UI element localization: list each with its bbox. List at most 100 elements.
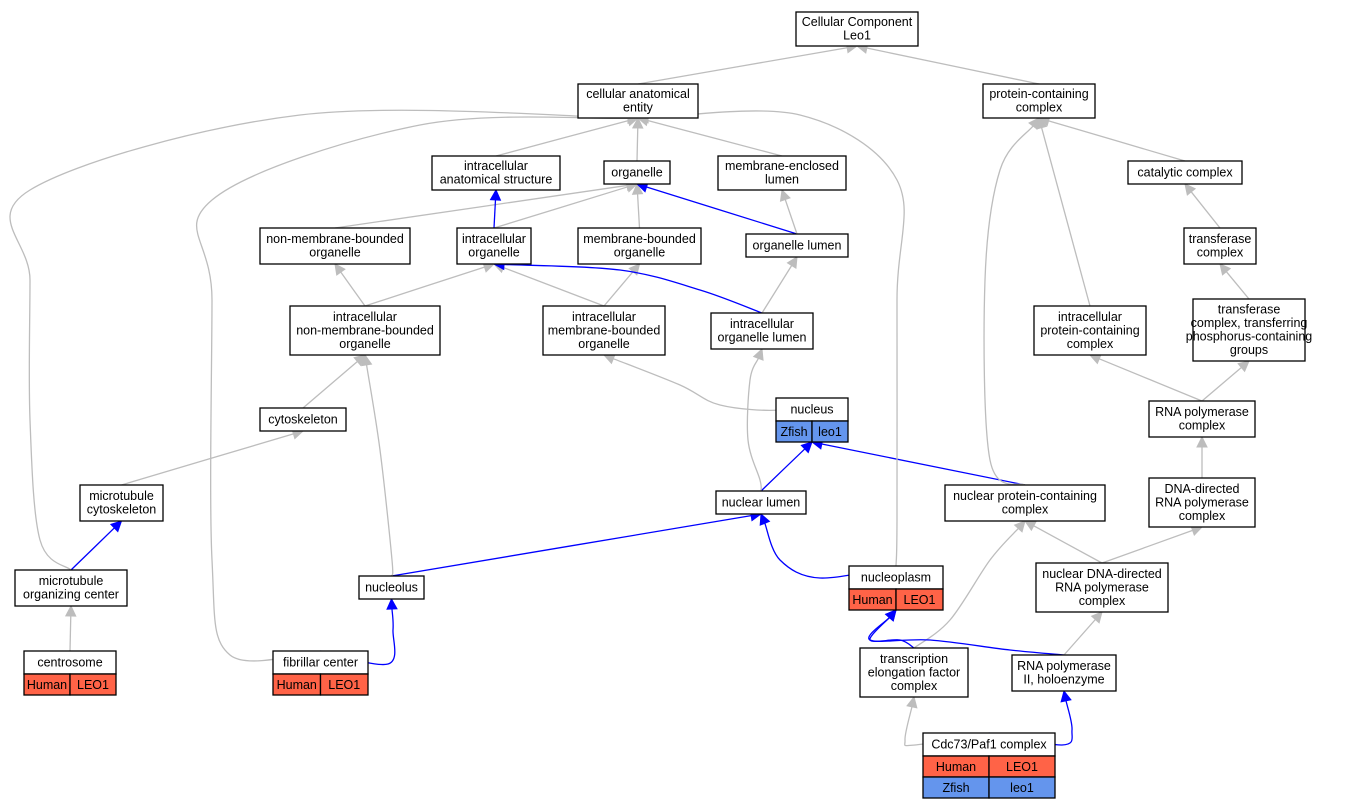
node-label: complex <box>1016 101 1063 115</box>
edge-nucleolus-to-nuclear-lumen <box>391 510 763 577</box>
gene-cell: leo1 <box>988 776 1056 799</box>
node-label: transferase <box>1218 303 1281 317</box>
node-box <box>289 305 441 356</box>
node-label: organelle <box>468 246 519 260</box>
edge-nuclear-protein-containing-complex-to-protein-containing-complex <box>983 117 1040 486</box>
node-label: II, holoenzyme <box>1023 673 1104 687</box>
node-box <box>1127 160 1243 185</box>
node-label: phosphorus-containing <box>1186 330 1313 344</box>
edge-microtubule-cytoskeleton-to-cytoskeleton <box>121 428 305 486</box>
node-box <box>1192 298 1306 362</box>
edge-nucleolus-to-intracellular-non-membrane-bounded-organelle <box>360 353 394 577</box>
edge-nuclear-lumen-to-intracellular-organelle-lumen <box>746 347 764 492</box>
node-label: complex <box>1079 594 1126 608</box>
edge-rna-polymerase-ii-holoenzyme-to-nuclear-dna-directed-rna-polymerase-complex <box>1063 611 1103 656</box>
node-label: organelle <box>309 246 360 260</box>
svg-text:Zfish: Zfish <box>942 781 969 795</box>
node-label: microtubule <box>39 574 104 588</box>
species-cell: Zfish <box>775 420 813 443</box>
node-label: anatomical structure <box>440 173 553 187</box>
node-label: RNA polymerase <box>1155 495 1249 509</box>
node-label: nuclear lumen <box>722 495 801 509</box>
node-box <box>542 305 666 356</box>
svg-text:LEO1: LEO1 <box>328 678 360 692</box>
node-box <box>358 575 425 600</box>
edge-organelle-lumen-to-membrane-enclosed-lumen <box>779 188 798 235</box>
node-intracellular-non-membrane-bounded-organelle[interactable]: intracellularnon-membrane-boundedorganel… <box>289 305 441 356</box>
species-cell: Human <box>922 755 990 778</box>
node-box <box>1148 400 1256 438</box>
node-box <box>14 569 128 607</box>
svg-text:LEO1: LEO1 <box>904 593 936 607</box>
svg-text:Human: Human <box>277 678 317 692</box>
node-label: lumen <box>765 173 799 187</box>
edge-rna-polymerase-complex-to-intracellular-protein-containing-complex <box>1088 353 1203 402</box>
node-nuclear-lumen[interactable]: nuclear lumen <box>715 490 807 515</box>
node-box <box>717 155 847 191</box>
node-box <box>715 490 807 515</box>
node-box <box>1011 654 1117 692</box>
node-label: complex <box>1002 503 1049 517</box>
node-label: transferase <box>1189 232 1252 246</box>
gene-cell: LEO1 <box>319 673 369 696</box>
edge-membrane-enclosed-lumen-to-cellular-anatomical-entity <box>636 115 783 157</box>
edge-intracellular-non-membrane-bounded-organelle-to-intracellular-organelle <box>364 261 496 307</box>
node-label: nuclear protein-containing <box>953 489 1097 503</box>
node-label: catalytic complex <box>1137 165 1233 179</box>
node-label: entity <box>623 101 654 115</box>
node-label: RNA polymerase <box>1055 580 1149 594</box>
node-label: membrane-bounded <box>583 232 696 246</box>
edge-cellular-anatomical-entity-to-cellular-component <box>637 42 859 85</box>
edge-nuclear-protein-containing-complex-to-nucleus <box>810 438 1026 486</box>
node-box <box>859 647 969 698</box>
node-label: complex <box>1197 246 1244 260</box>
node-box <box>1148 477 1256 528</box>
node-label: transcription <box>880 652 948 666</box>
edge-cytoskeleton-to-intracellular-non-membrane-bounded-organelle <box>302 354 366 409</box>
edge-transferase-complex-phosphorus-to-transferase-complex <box>1219 263 1250 300</box>
svg-text:LEO1: LEO1 <box>1006 760 1038 774</box>
node-organelle-lumen[interactable]: organelle lumen <box>745 233 849 258</box>
node-label: groups <box>1230 343 1268 357</box>
node-cytoskeleton[interactable]: cytoskeleton <box>259 407 347 432</box>
gene-cell: LEO1 <box>69 673 117 696</box>
node-label: complex <box>1179 509 1226 523</box>
node-box <box>456 227 532 265</box>
node-label: RNA polymerase <box>1155 405 1249 419</box>
edge-dna-directed-rna-polymerase-complex-to-rna-polymerase-complex <box>1196 435 1208 478</box>
edge-nuclear-dna-directed-rna-polymerase-complex-to-nuclear-protein-containing-complex <box>1024 520 1103 564</box>
node-catalytic-complex[interactable]: catalytic complex <box>1127 160 1243 185</box>
node-label: Cellular Component <box>802 15 913 29</box>
node-label: organelle lumen <box>753 238 842 252</box>
node-organelle[interactable]: organelle <box>603 160 671 185</box>
node-label: cytoskeleton <box>87 503 157 517</box>
node-nucleolus[interactable]: nucleolus <box>358 575 425 600</box>
node-label: organelle <box>614 246 665 260</box>
